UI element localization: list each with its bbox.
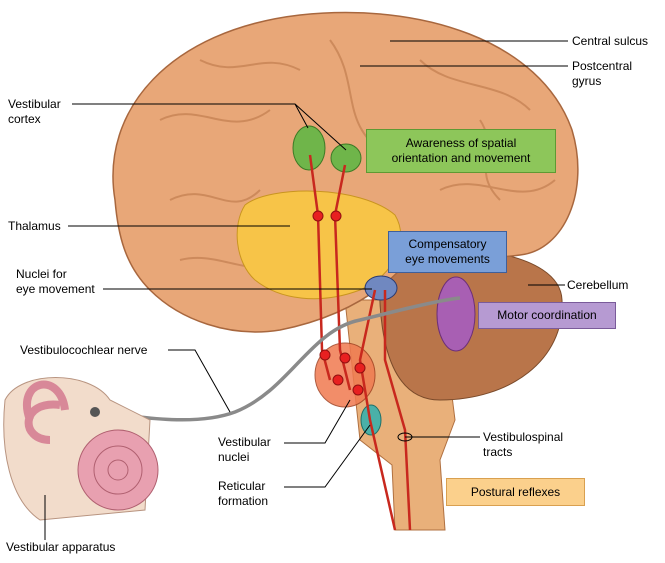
label-thalamus: Thalamus xyxy=(8,219,61,233)
label-vestibular-apparatus: Vestibular apparatus xyxy=(6,540,116,554)
label-line: Vestibular xyxy=(218,435,271,449)
label-line: gyrus xyxy=(572,74,602,88)
label-line: Postcentral xyxy=(572,59,633,73)
label-central-sulcus: Central sulcus xyxy=(572,34,649,48)
vestibular-apparatus xyxy=(3,377,159,521)
vestibular-pathways xyxy=(308,154,412,531)
box-line: Compensatory xyxy=(408,237,487,251)
label-cerebellum: Cerebellum xyxy=(567,278,629,292)
leader-lines xyxy=(44,40,568,540)
eye-movement-nucleus xyxy=(364,275,398,301)
label-line: Nuclei for xyxy=(16,267,67,281)
box-line: orientation and movement xyxy=(391,151,531,165)
vestibulocochlear-nerve xyxy=(89,296,461,422)
postural-reflexes-box: Postural reflexes xyxy=(446,478,585,506)
box-line: eye movements xyxy=(405,252,490,266)
label-vestibulocochlear-nerve: Vestibulocochlear nerve xyxy=(20,343,148,357)
label-line: formation xyxy=(218,494,269,508)
label-line: Vestibulospinal xyxy=(483,430,564,444)
motor-coordination-box: Motor coordination xyxy=(478,302,616,329)
label-line: nuclei xyxy=(218,450,250,464)
label-line: cortex xyxy=(8,112,41,126)
label-line: Vestibular xyxy=(8,97,61,111)
cerebellar-nucleus xyxy=(436,276,476,352)
label-line: Reticular xyxy=(218,479,266,493)
vestibular-cortex-right xyxy=(330,143,362,173)
vestibular-cortex-left xyxy=(292,125,326,171)
box-line: Awareness of spatial xyxy=(405,136,517,150)
label-line: eye movement xyxy=(16,282,95,296)
label-line: tracts xyxy=(483,445,513,459)
